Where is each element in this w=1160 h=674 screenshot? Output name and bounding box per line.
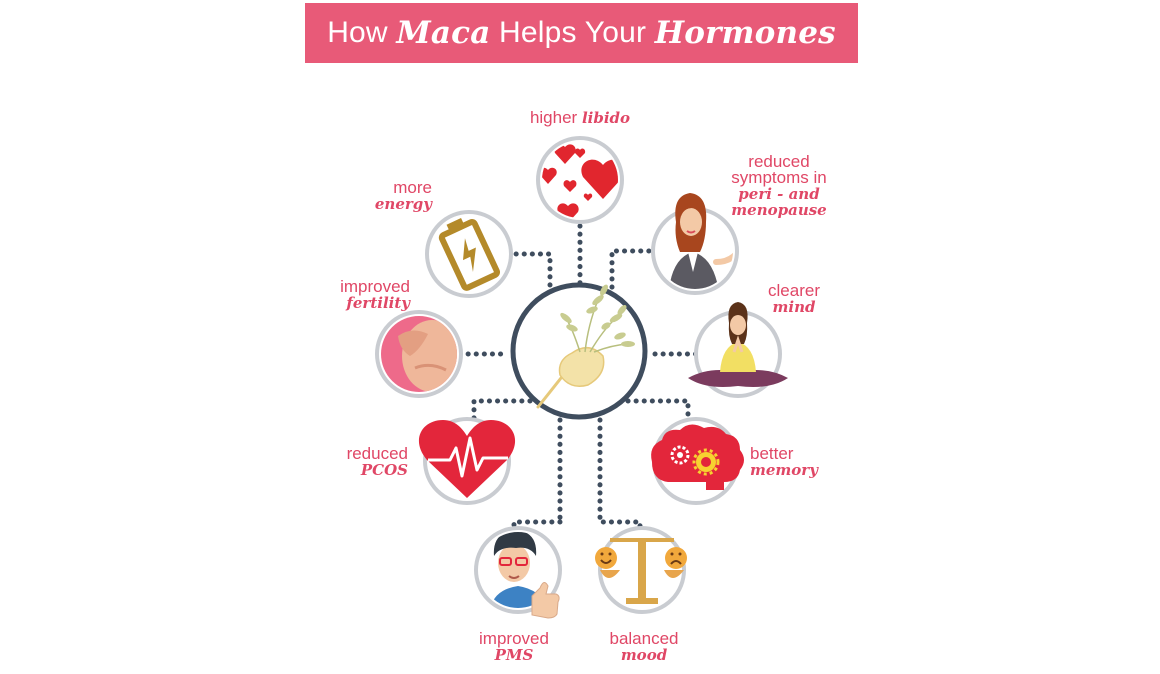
title-banner: How Maca Helps Your Hormones (305, 3, 858, 63)
connector-menopause (609, 248, 660, 293)
title-part-3: Helps Your (490, 16, 655, 49)
node-mind (688, 302, 788, 398)
label-pcos-emph: PCOS (360, 461, 408, 479)
node-pms (474, 526, 562, 619)
label-libido-emph: libido (581, 109, 631, 127)
node-libido (536, 136, 624, 224)
brain-gears-icon (651, 424, 744, 490)
label-mood-plain: balanced (609, 629, 679, 648)
businesswoman-head (675, 193, 707, 252)
label-fertility-plain: improved (340, 277, 410, 296)
label-memory-plain: better (750, 444, 794, 463)
label-menopause-line2: symptoms in (731, 168, 827, 187)
label-menopause-line1: reduced (748, 152, 810, 171)
node-menopause (651, 193, 739, 295)
node-pcos (418, 417, 516, 505)
balance-scale-icon (595, 538, 687, 604)
node-fertility (375, 310, 463, 398)
label-energy-plain: more (393, 178, 432, 197)
connector-memory (625, 398, 691, 423)
label-menopause-emph1: peri - and (738, 185, 820, 203)
label-mood-emph: mood (620, 646, 668, 664)
pregnant-belly-icon (381, 316, 457, 392)
label-energy: more energy (340, 178, 432, 213)
label-memory: better memory (750, 444, 840, 479)
label-menopause: reduced symptoms in peri - and menopause (720, 152, 838, 219)
label-menopause-emph2: menopause (731, 201, 827, 219)
connector-pcos (471, 398, 533, 423)
node-energy (425, 210, 513, 298)
meditation-icon (688, 302, 788, 387)
label-mind: clearer mind (754, 281, 834, 316)
connector-mood-vert (597, 417, 643, 535)
maca-root-icon (536, 284, 635, 409)
center-maca (510, 282, 648, 420)
node-mood (595, 526, 687, 614)
hearts-icon (542, 144, 618, 218)
heartbeat-icon (418, 420, 516, 498)
node-memory (651, 417, 744, 505)
label-memory-emph: memory (750, 461, 818, 479)
title-part-1: How (327, 16, 397, 49)
label-energy-emph: energy (374, 195, 432, 213)
label-pcos: reduced PCOS (312, 444, 408, 479)
label-fertility: improved fertility (300, 277, 410, 312)
label-pms-emph: PMS (494, 646, 534, 664)
connector-energy (505, 251, 553, 293)
label-libido-plain: higher (529, 108, 578, 127)
label-mind-emph: mind (772, 298, 816, 316)
label-pms: improved PMS (464, 629, 564, 664)
title-maca: Maca (396, 15, 491, 51)
label-pcos-plain: reduced (346, 444, 408, 463)
label-libido: higher libido (520, 108, 640, 127)
label-mind-plain: clearer (768, 281, 820, 300)
battery-icon (438, 217, 501, 291)
title-hormones: Hormones (654, 15, 836, 51)
label-pms-plain: improved (479, 629, 549, 648)
label-fertility-emph: fertility (346, 294, 410, 312)
thumbs-up-hand (531, 582, 560, 619)
connector-pms-horiz (511, 519, 563, 535)
label-mood: balanced mood (592, 629, 696, 664)
